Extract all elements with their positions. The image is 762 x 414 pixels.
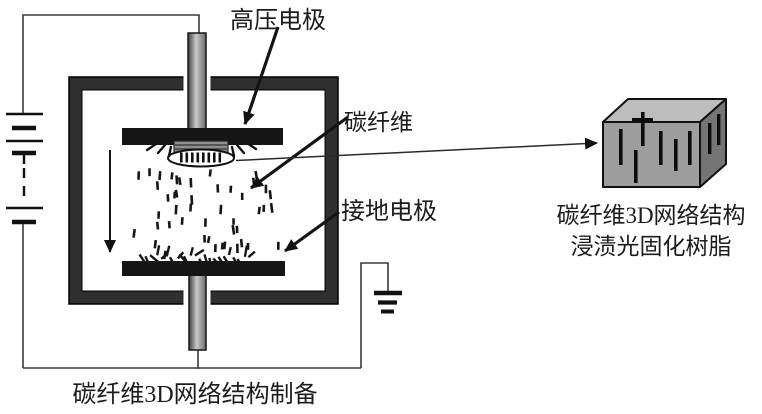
bottom-electrode-rod — [188, 274, 207, 351]
label-ground-electrode: 接地电极 — [341, 199, 437, 225]
top-electrode-rod — [187, 32, 207, 130]
fiber-dispenser — [145, 140, 258, 168]
ground-electrode-plate — [122, 261, 285, 276]
earth-ground-icon — [374, 290, 402, 314]
high-voltage-electrode-plate — [122, 128, 283, 145]
carbon-fiber-arrow — [250, 115, 349, 190]
label-carbon-fiber: 碳纤维 — [344, 110, 413, 135]
resin-cube-graphic — [602, 98, 727, 188]
label-high-voltage-electrode: 高压电极 — [230, 8, 326, 34]
caption-product: 碳纤维3D网络结构 浸渍光固化树脂 — [540, 200, 762, 263]
process-to-product-arrow — [235, 137, 598, 162]
caption-process: 碳纤维3D网络结构制备 — [72, 382, 318, 408]
high-voltage-electrode-arrow — [243, 26, 280, 125]
ground-electrode-arrow — [284, 210, 340, 253]
cube-fiber-bars — [619, 112, 721, 183]
circuit-wires — [22, 14, 389, 369]
dispenser-comb-teeth — [180, 152, 222, 163]
dispenser-spray-marks — [145, 141, 258, 158]
deposited-carbon-fibers — [138, 245, 256, 269]
caption-product-line2: 浸渍光固化树脂 — [570, 234, 732, 260]
battery-cells-icon — [6, 112, 43, 225]
caption-product-line1: 碳纤维3D网络结构 — [556, 203, 746, 228]
falling-carbon-fibers — [132, 168, 280, 260]
